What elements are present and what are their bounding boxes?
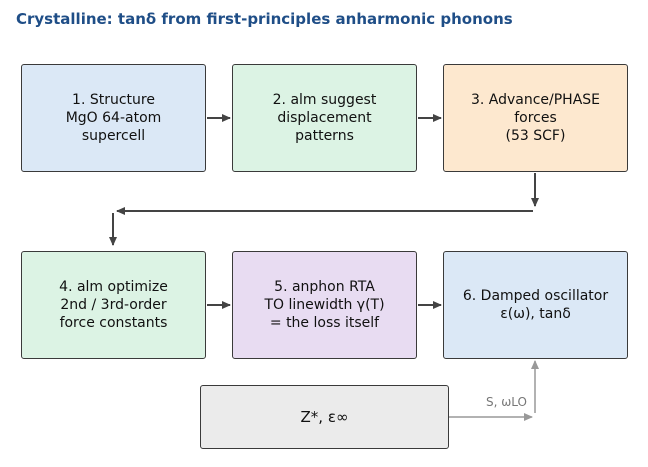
born-charge-box: Z*, ε∞ <box>200 385 449 449</box>
step-3-line-1: 3. Advance/PHASE <box>470 92 601 108</box>
diagram-title: Crystalline: tanδ from first-principles … <box>16 10 513 28</box>
step-3-line-3: (53 SCF) <box>505 128 566 144</box>
step-1-line-3: supercell <box>81 128 146 144</box>
step-2-line-2: displacement <box>277 110 372 126</box>
born-charge-label: Z*, ε∞ <box>300 408 349 426</box>
step-4-line-3: force constants <box>59 315 168 331</box>
step-6-line-2: ε(ω), tanδ <box>500 306 571 322</box>
step-1-structure-box: 1. Structure MgO 64-atom supercell <box>21 64 206 172</box>
step-3-line-2: forces <box>514 110 557 126</box>
step-2-line-1: 2. alm suggest <box>272 92 377 108</box>
step-3-forces-box: 3. Advance/PHASE forces (53 SCF) <box>443 64 628 172</box>
step-2-alm-suggest-box: 2. alm suggest displacement patterns <box>232 64 417 172</box>
step-4-alm-optimize-box: 4. alm optimize 2nd / 3rd-order force co… <box>21 251 206 359</box>
step-6-oscillator-box: 6. Damped oscillator ε(ω), tanδ <box>443 251 628 359</box>
step-5-line-2: TO linewidth γ(T) <box>264 297 385 313</box>
step-6-line-1: 6. Damped oscillator <box>462 288 609 304</box>
step-4-line-1: 4. alm optimize <box>59 279 168 295</box>
step-4-line-2: 2nd / 3rd-order <box>60 297 167 313</box>
edge-label-s-omega-lo: S, ωLO <box>486 395 527 409</box>
step-2-line-3: patterns <box>295 128 354 144</box>
step-5-line-1: 5. anphon RTA <box>274 279 375 295</box>
step-5-anphon-box: 5. anphon RTA TO linewidth γ(T) = the lo… <box>232 251 417 359</box>
step-1-line-2: MgO 64-atom <box>65 110 162 126</box>
step-1-line-1: 1. Structure <box>72 92 155 108</box>
step-5-line-3: = the loss itself <box>269 315 380 331</box>
